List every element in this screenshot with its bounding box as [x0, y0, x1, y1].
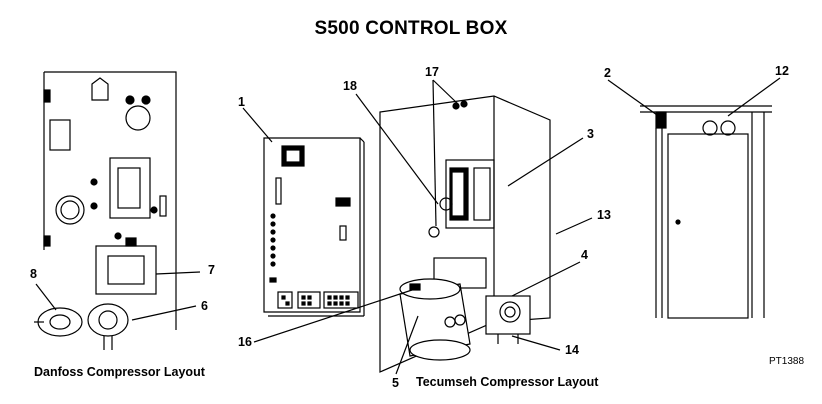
tecumseh-panel [379, 95, 551, 373]
callout-12: 12 [775, 64, 789, 78]
diagram-title: S500 CONTROL BOX [314, 18, 508, 39]
reference-code: PT1388 [769, 356, 805, 367]
danfoss-caption: Danfoss Compressor Layout [34, 365, 205, 379]
callout-6: 6 [201, 299, 208, 313]
control-board [263, 137, 365, 317]
callout-16: 16 [238, 335, 252, 349]
callout-18: 18 [343, 79, 357, 93]
callout-5: 5 [392, 376, 399, 390]
callout-7: 7 [208, 263, 215, 277]
callout-14: 14 [565, 343, 579, 357]
danfoss-panel [34, 71, 177, 350]
callout-17: 17 [425, 65, 439, 79]
callout-3: 3 [587, 127, 594, 141]
callout-1: 1 [238, 95, 245, 109]
callout-4: 4 [581, 248, 588, 262]
side-view [640, 105, 772, 319]
tecumseh-caption: Tecumseh Compressor Layout [416, 375, 599, 389]
callout-13: 13 [597, 208, 611, 222]
leader-lines [35, 77, 781, 375]
callout-2: 2 [604, 66, 611, 80]
callout-8: 8 [30, 267, 37, 281]
